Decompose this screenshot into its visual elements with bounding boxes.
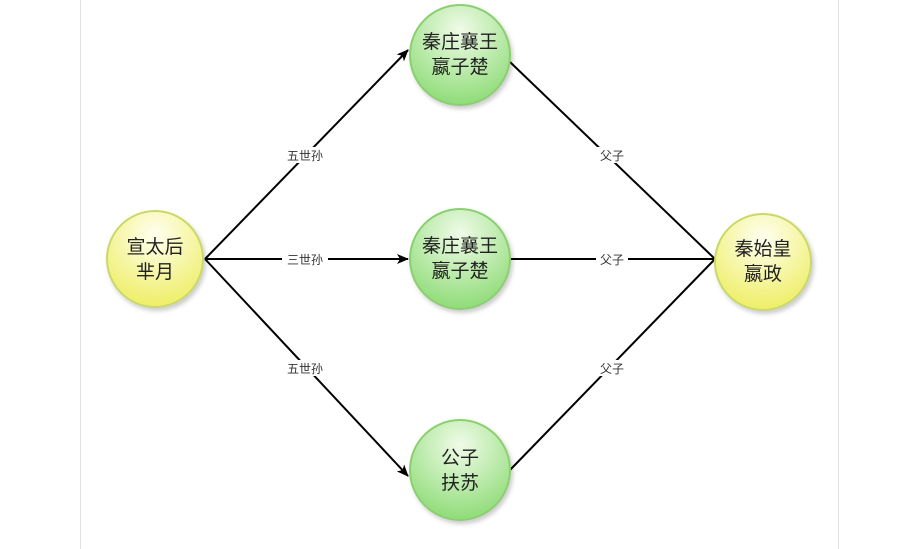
svg-text:嬴政: 嬴政: [744, 263, 782, 285]
svg-text:芈月: 芈月: [136, 261, 174, 283]
page-border-right: [838, 0, 839, 549]
node-fusu[interactable]: 公子 扶苏: [409, 419, 511, 521]
node-xuan-taihou[interactable]: 宣太后 芈月: [106, 210, 204, 308]
edge-label: 五世孙: [287, 149, 323, 163]
svg-text:嬴子楚: 嬴子楚: [431, 56, 488, 78]
node-zhuangxiang-top[interactable]: 秦庄襄王 嬴子楚: [409, 4, 511, 106]
edge-label: 五世孙: [287, 362, 323, 376]
node-zhuangxiang-mid[interactable]: 秦庄襄王 嬴子楚: [409, 208, 511, 310]
page-border-left: [80, 0, 81, 549]
edge-label: 父子: [600, 362, 624, 376]
svg-text:宣太后: 宣太后: [126, 236, 183, 258]
edge-label: 父子: [600, 253, 624, 267]
svg-text:公子: 公子: [441, 447, 479, 469]
svg-text:秦庄襄王: 秦庄襄王: [422, 235, 498, 257]
node-qin-shihuang[interactable]: 秦始皇 嬴政: [714, 213, 812, 311]
edge-label: 三世孙: [287, 253, 323, 267]
svg-text:扶苏: 扶苏: [441, 472, 479, 494]
edge-label: 父子: [600, 149, 624, 163]
svg-text:秦庄襄王: 秦庄襄王: [422, 31, 498, 53]
svg-text:嬴子楚: 嬴子楚: [431, 260, 488, 282]
svg-text:秦始皇: 秦始皇: [734, 238, 791, 260]
